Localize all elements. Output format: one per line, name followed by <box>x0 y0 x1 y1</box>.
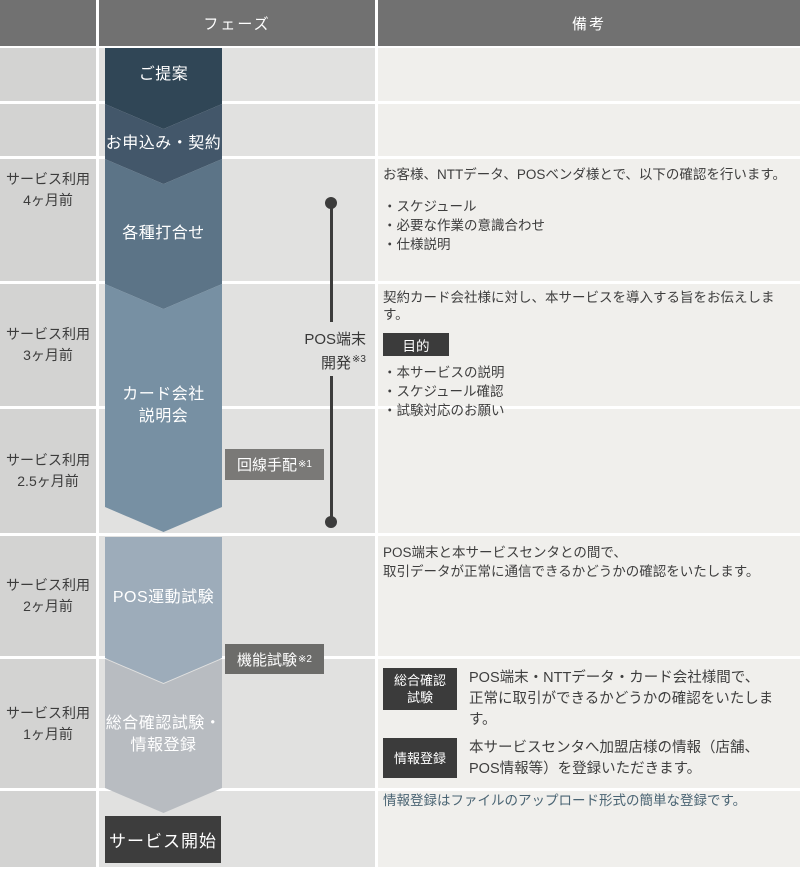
phase-label: ご提案 <box>138 66 189 83</box>
row-separator <box>0 156 800 159</box>
final-test-badge-line: 総合確認 <box>393 673 446 688</box>
header-cell-remarks: 備考 <box>378 0 800 46</box>
row-separator <box>0 281 800 284</box>
remarks-meetings-intro: お客様、NTTデータ、POSベンダ様とで、以下の確認を行います。 <box>383 167 787 182</box>
info-registration-badge: 情報登録 <box>383 738 457 778</box>
remarks-card-briefing-intro: 契約カード会社様に対し、本サービスを導入する旨をお伝えします。 <box>383 290 775 322</box>
line-arrangement-label: 回線手配 <box>237 457 298 474</box>
timeline-label-4months: サービス利用 4ヶ月前 <box>0 129 96 251</box>
remarks-meetings: お客様、NTTデータ、POSベンダ様とで、以下の確認を行います。 ・スケジュール… <box>383 166 795 254</box>
pos-dev-footnote-mark: ※3 <box>352 354 366 365</box>
timeline-label-line: サービス利用 <box>6 577 90 593</box>
phase-label-line: カード会社 <box>122 386 205 403</box>
timeline-label-1month: サービス利用 1ヶ月前 <box>0 659 96 788</box>
bullet-item: ・スケジュール確認 <box>383 384 504 399</box>
phase-label: POS運動試験 <box>112 589 215 606</box>
remarks-pos-test-line1: POS端末と本サービスセンタとの間で、 <box>383 545 627 560</box>
timeline-label-line: 1ヶ月前 <box>23 725 73 742</box>
phase-chevron-pos-test: POS運動試験 <box>105 537 222 683</box>
phase-label: 各種打合せ <box>122 225 205 242</box>
remarks-pos-test: POS端末と本サービスセンタとの間で、 取引データが正常に通信できるかどうかの確… <box>383 543 795 581</box>
row-separator <box>0 101 800 104</box>
timeline-column-background <box>0 48 96 869</box>
remarks-column-background <box>378 48 800 869</box>
bullet-item: ・必要な作業の意識合わせ <box>383 218 545 233</box>
header-cell-phase: フェーズ <box>99 0 375 46</box>
row-separator <box>0 867 800 869</box>
header-phase-label: フェーズ <box>203 15 271 33</box>
row-separator <box>0 533 800 536</box>
pos-dev-line1: POS端末 <box>304 331 366 348</box>
bullet-item: ・仕様説明 <box>383 237 451 252</box>
timeline-label-3months: サービス利用 3ヶ月前 <box>0 284 96 406</box>
pos-dev-span-line-bottom <box>330 376 333 517</box>
function-test-label: 機能試験 <box>237 651 298 669</box>
phase-chevron-final-test: 総合確認試験・ 情報登録 <box>105 659 222 813</box>
phase-label: サービス開始 <box>109 832 217 851</box>
final-test-badge: 総合確認 試験 <box>383 668 457 710</box>
pos-dev-span-end-dot <box>325 516 337 528</box>
header-remarks-label: 備考 <box>571 15 606 33</box>
timeline-label-line: 2.5ヶ月前 <box>17 473 79 489</box>
pos-dev-span-line-top <box>330 205 333 322</box>
timeline-label-line: 4ヶ月前 <box>23 192 73 208</box>
timeline-label-2-5months: サービス利用 2.5ヶ月前 <box>0 409 96 533</box>
purpose-badge: 目的 <box>383 333 449 356</box>
final-test-text-line: POS端末・NTTデータ・カード会社様間で、 <box>469 670 760 686</box>
timeline-label-line: サービス利用 <box>6 171 90 187</box>
final-test-text-line: 正常に取引ができるかどうかの確認をいたします。 <box>469 691 774 728</box>
timeline-label-line: 2ヶ月前 <box>23 598 73 614</box>
function-test-footnote-mark: ※2 <box>298 653 312 665</box>
timeline-label-line: サービス利用 <box>6 326 90 342</box>
bullet-item: ・本サービスの説明 <box>383 365 505 380</box>
info-registration-note: 情報登録はファイルのアップロード形式の簡単な登録です。 <box>383 793 747 808</box>
pos-dev-span-start-dot <box>325 197 337 209</box>
info-registration-row: 情報登録 本サービスセンタへ加盟店様の情報（店舗、 POS情報等）を登録いただき… <box>383 738 795 780</box>
row-separator <box>0 406 800 409</box>
info-registration-text-line: POS情報等）を登録いただきます。 <box>469 761 702 777</box>
phase-label-line: 説明会 <box>138 408 189 425</box>
phase-chevron-meetings: 各種打合せ <box>105 159 222 309</box>
phase-label: 総合確認試験・ 情報登録 <box>105 713 222 757</box>
line-arrangement-footnote-mark: ※1 <box>298 459 312 470</box>
phase-label-line: 情報登録 <box>130 737 197 754</box>
timeline-label-line: サービス利用 <box>6 704 90 721</box>
final-test-badge-line: 試験 <box>406 690 433 705</box>
row-separator <box>0 656 800 659</box>
timeline-label-2months: サービス利用 2ヶ月前 <box>0 536 96 656</box>
info-registration-text: 本サービスセンタへ加盟店様の情報（店舗、 POS情報等）を登録いただきます。 <box>469 738 759 780</box>
phase-label-line: 総合確認試験・ <box>105 715 222 732</box>
remarks-card-briefing: 契約カード会社様に対し、本サービスを導入する旨をお伝えします。 目的 ・本サービ… <box>383 289 795 420</box>
final-test-text: POS端末・NTTデータ・カード会社様間で、 正常に取引ができるかどうかの確認を… <box>469 668 795 731</box>
bullet-item: ・スケジュール <box>383 199 477 214</box>
row-separator <box>0 788 800 791</box>
final-test-row: 総合確認 試験 POS端末・NTTデータ・カード会社様間で、 正常に取引ができる… <box>383 668 795 731</box>
bullet-item: ・試験対応のお願い <box>383 403 505 418</box>
remarks-card-briefing-bullets: ・本サービスの説明 ・スケジュール確認 ・試験対応のお願い <box>383 363 795 420</box>
remarks-final-test: 総合確認 試験 POS端末・NTTデータ・カード会社様間で、 正常に取引ができる… <box>383 668 795 809</box>
pos-dev-annotation: POS端末 開発※3 <box>276 330 366 374</box>
phase-label: お申込み・契約 <box>105 135 222 152</box>
phase-label: カード会社 説明会 <box>105 384 222 428</box>
info-registration-badge-label: 情報登録 <box>393 750 446 766</box>
line-arrangement-badge: 回線手配※1 <box>225 449 324 480</box>
remarks-meetings-bullets: ・スケジュール ・必要な作業の意識合わせ ・仕様説明 <box>383 197 795 254</box>
remarks-pos-test-line2: 取引データが正常に通信できるかどうかの確認をいたします。 <box>383 564 760 579</box>
phase-chevron-card-briefing: カード会社 説明会 <box>105 284 222 532</box>
timeline-label-line: 3ヶ月前 <box>23 347 73 363</box>
header-cell-empty <box>0 0 96 46</box>
phase-box-service-start: サービス開始 <box>105 816 221 863</box>
timeline-label-line: サービス利用 <box>6 452 90 468</box>
function-test-badge: 機能試験※2 <box>225 644 324 674</box>
pos-dev-line2: 開発※3 <box>321 354 366 372</box>
info-registration-text-line: 本サービスセンタへ加盟店様の情報（店舗、 <box>469 740 759 756</box>
